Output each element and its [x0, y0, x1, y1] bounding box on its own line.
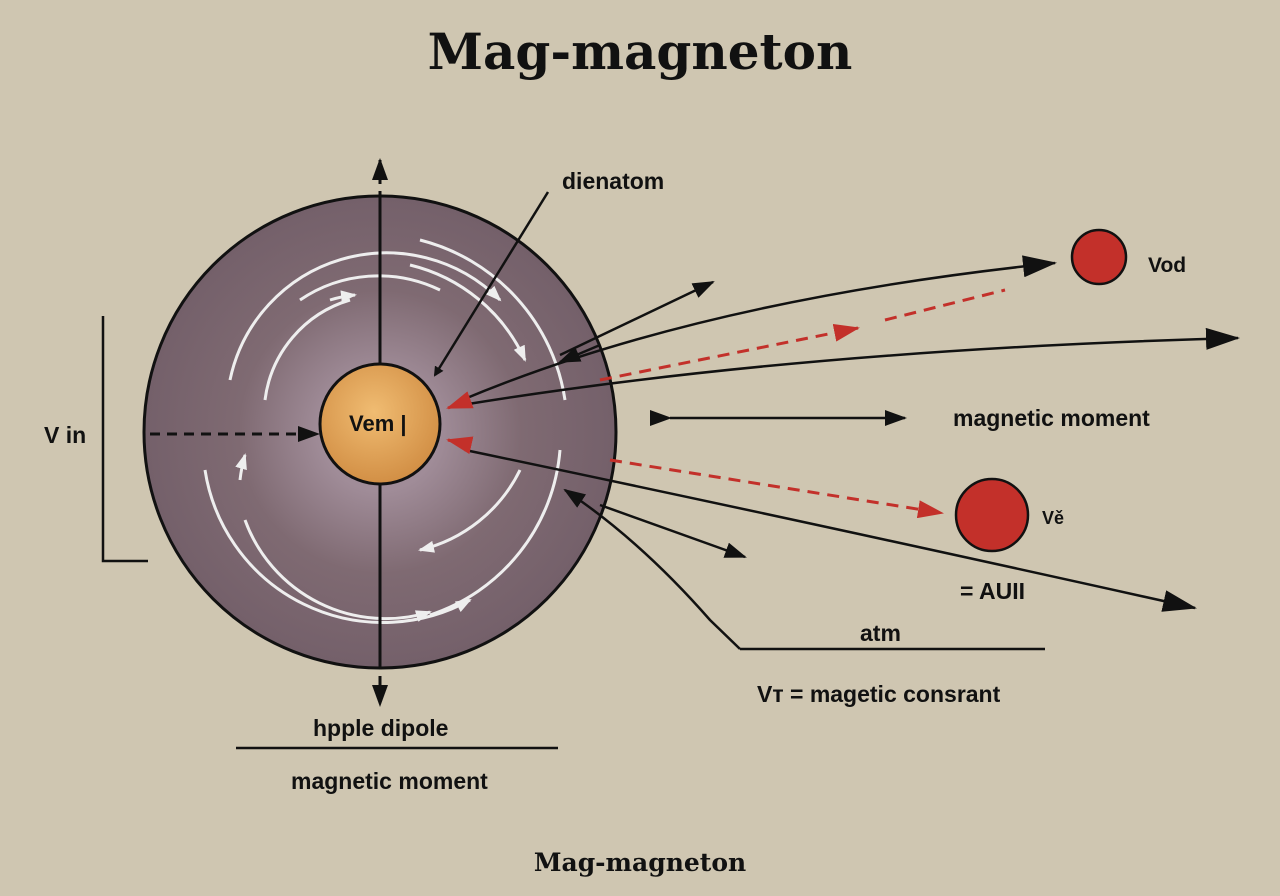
footer-title: Mag-magneton: [533, 848, 747, 877]
label-ve: Vě: [1042, 508, 1065, 528]
atom: [142, 158, 618, 707]
nucleus: [318, 362, 442, 486]
red-arrows: [446, 288, 1006, 519]
label-magnetic-moment-bottom: magnetic moment: [291, 768, 488, 794]
page-title: Mag-magneton: [427, 22, 853, 81]
label-magnetic-moment-right: magnetic moment: [953, 405, 1150, 431]
label-atm: atm: [860, 620, 901, 646]
label-vin: V in: [44, 422, 87, 448]
particle-ve: [954, 477, 1030, 553]
label-dipole: hpple dipole: [313, 715, 449, 741]
label-constant: Vт = magetic consrant: [757, 681, 1001, 707]
particle-vod: [1070, 228, 1128, 286]
label-dienatom: dienatom: [562, 168, 665, 194]
label-nucleus: Vem |: [349, 411, 407, 436]
field-lines: [101, 191, 1240, 750]
label-vod: Vod: [1148, 254, 1187, 277]
label-auii: = AUII: [960, 578, 1025, 604]
